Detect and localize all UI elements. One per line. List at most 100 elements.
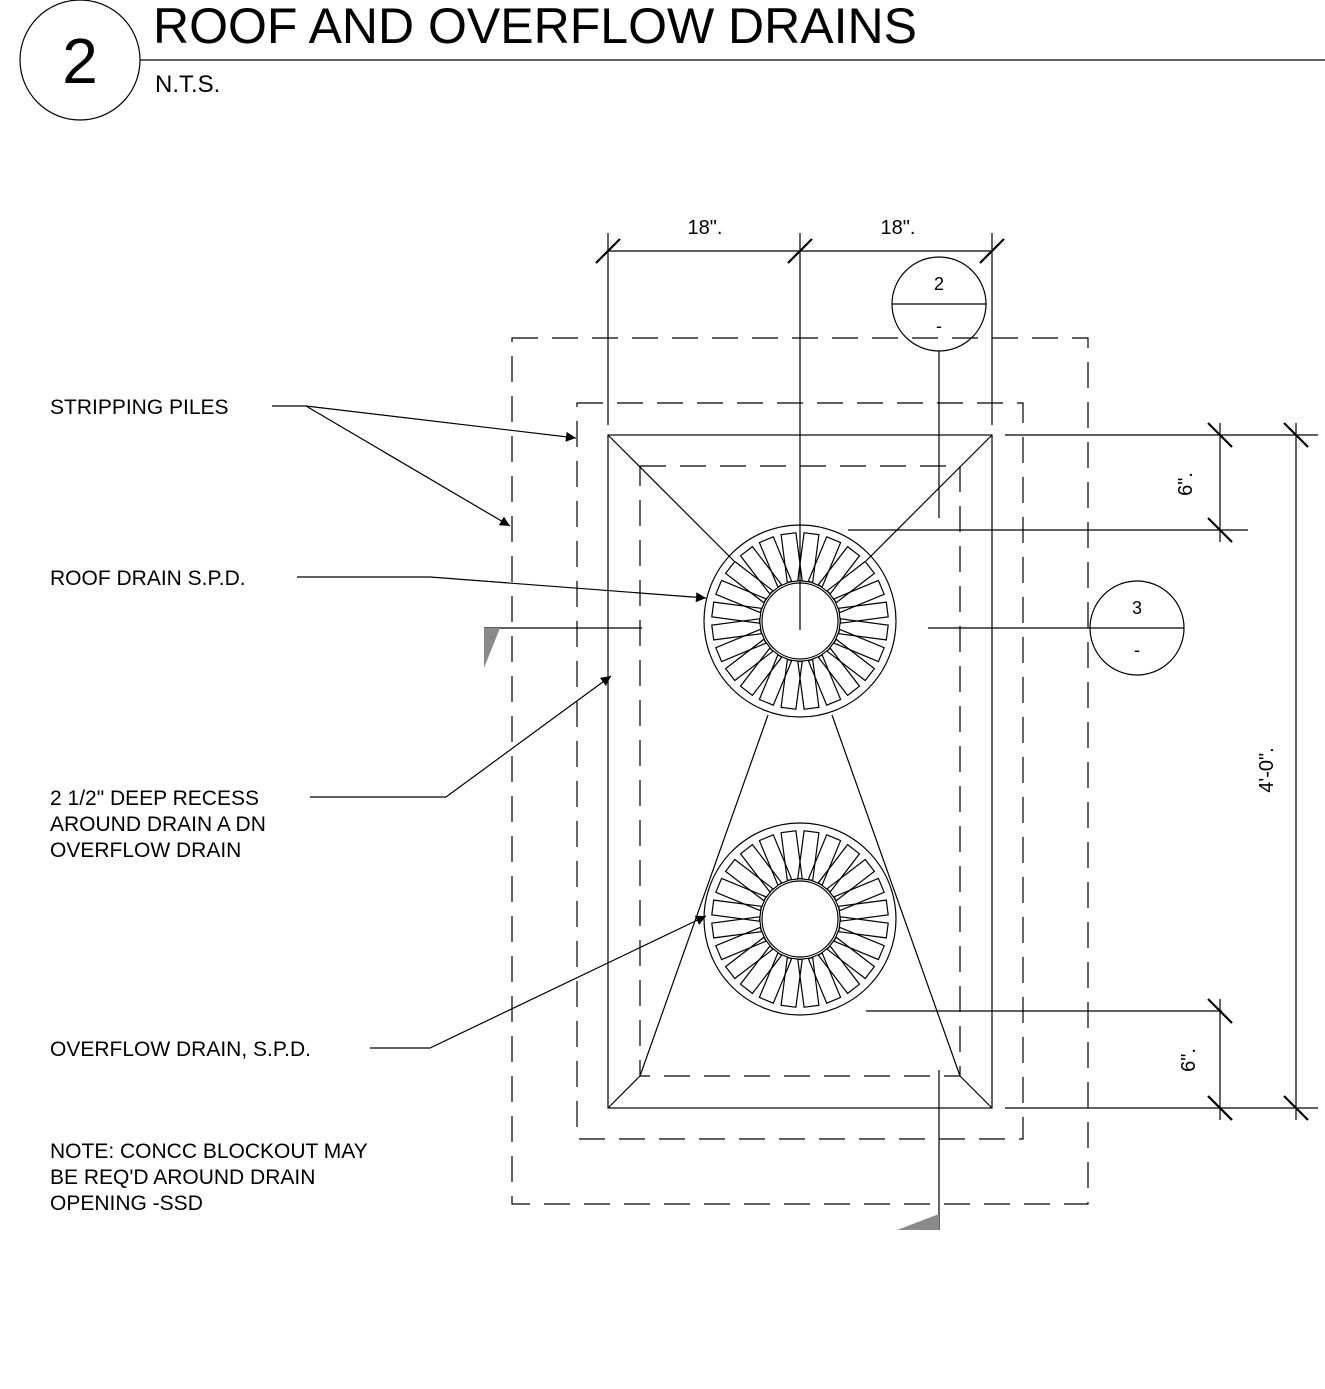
title-block: 2 ROOF AND OVERFLOW DRAINS N.T.S. xyxy=(19,0,1325,121)
grate-slot xyxy=(715,926,767,961)
grate-slot xyxy=(807,834,842,886)
dimension-tick xyxy=(1207,998,1233,1024)
grate-slot xyxy=(807,654,842,706)
detail-number: 2 xyxy=(62,25,98,97)
grate-slot xyxy=(826,638,876,682)
dimension-right-small: 6". 6". xyxy=(1175,422,1233,1121)
section-cut-bottom xyxy=(897,1070,940,1230)
overflow-drain-inner-ring xyxy=(761,880,839,958)
dimension-tick xyxy=(1207,422,1233,448)
callout-recess-line: AROUND DRAIN A DN xyxy=(50,813,266,836)
callout-recess-line: OVERFLOW DRAIN xyxy=(50,839,241,862)
slope-line xyxy=(639,714,769,1077)
grate-slot xyxy=(758,654,793,706)
grate-slot xyxy=(833,926,885,961)
grate-slot xyxy=(739,843,783,893)
drawing-title: ROOF AND OVERFLOW DRAINS xyxy=(153,0,917,54)
leader-stripping-inner xyxy=(272,405,577,442)
grate-slot xyxy=(838,899,889,922)
section-sheet: - xyxy=(936,316,942,336)
grate-slot xyxy=(826,936,876,980)
note-line: OPENING -SSD xyxy=(50,1192,203,1215)
leader-overflow-drain xyxy=(370,915,707,1049)
section-cut-left xyxy=(484,627,642,668)
section-cut-arrowhead xyxy=(484,628,500,668)
leader-recess xyxy=(310,675,612,798)
grate-slot xyxy=(797,830,820,881)
grate-slot xyxy=(797,532,820,583)
grate-slot xyxy=(817,945,861,995)
grate-slot xyxy=(807,536,842,588)
slope-line xyxy=(607,434,735,562)
grate-slot xyxy=(826,858,876,902)
grate-slot xyxy=(833,628,885,663)
dimension-label: 6". xyxy=(1178,1048,1200,1072)
grate-slot xyxy=(724,858,774,902)
dimension-tick xyxy=(1283,1095,1309,1121)
grate-slot xyxy=(711,618,762,641)
grate-slot xyxy=(838,618,889,641)
section-tag-3: 3 - xyxy=(928,580,1185,676)
dimension-tick xyxy=(595,238,621,264)
leader-roof-drain xyxy=(297,576,707,603)
grate-slot xyxy=(838,916,889,939)
grate-slot xyxy=(833,579,885,614)
grate-slot xyxy=(780,830,803,881)
callout-recess-line: 2 1/2" DEEP RECESS xyxy=(50,787,259,810)
grate-slot xyxy=(780,659,803,710)
grate-slot xyxy=(711,899,762,922)
section-number: 3 xyxy=(1132,598,1142,618)
overflow-drain-outer-ring xyxy=(703,822,897,1016)
grate-slot xyxy=(817,647,861,697)
grate-slot xyxy=(758,952,793,1004)
dimension-tick xyxy=(787,238,813,264)
slope-line xyxy=(831,714,961,1077)
dimension-label: 4'-0". xyxy=(1256,747,1278,792)
grate-slot xyxy=(724,638,774,682)
overflow-drain xyxy=(703,822,897,1016)
grate-slot xyxy=(797,957,820,1008)
grate-slot xyxy=(780,957,803,1008)
note-line: BE REQ'D AROUND DRAIN xyxy=(50,1166,315,1189)
dimension-label: 18". xyxy=(688,217,723,239)
slope-line xyxy=(607,1075,641,1109)
dimension-top: 18". 18". xyxy=(595,217,1005,264)
slope-line xyxy=(959,1075,993,1109)
section-cut-arrowhead xyxy=(897,1214,939,1230)
grate-slot xyxy=(797,659,820,710)
grate-slot xyxy=(833,877,885,912)
grate-slot xyxy=(715,579,767,614)
grate-slot xyxy=(739,945,783,995)
note-line: NOTE: CONCC BLOCKOUT MAY xyxy=(50,1140,368,1163)
grate-slot xyxy=(807,952,842,1004)
grate-slot xyxy=(739,647,783,697)
dimension-label: 6". xyxy=(1175,472,1197,496)
grate-slot xyxy=(758,536,793,588)
dimension-tick xyxy=(1207,517,1233,543)
grate-slot xyxy=(711,916,762,939)
scale-note: N.T.S. xyxy=(155,71,220,98)
callouts: STRIPPING PILES ROOF DRAIN S.P.D. 2 1/2"… xyxy=(50,396,368,1215)
section-number: 2 xyxy=(934,274,944,294)
dimension-tick xyxy=(979,238,1005,264)
grate-slot xyxy=(724,560,774,604)
grate-slot xyxy=(715,628,767,663)
grate-slot xyxy=(826,560,876,604)
dimension-tick xyxy=(1207,1095,1233,1121)
dimension-right-overall: 4'-0". xyxy=(1256,422,1309,1121)
section-tag-2: 2 - xyxy=(891,256,987,518)
grate-slot xyxy=(711,601,762,624)
callout-stripping-piles: STRIPPING PILES xyxy=(50,396,229,419)
leaders xyxy=(272,405,707,1049)
leader-stripping-outer xyxy=(305,405,511,527)
grate-slot xyxy=(817,545,861,595)
grate-slot xyxy=(758,834,793,886)
grate-slot xyxy=(838,601,889,624)
dimension-label: 18". xyxy=(881,217,916,239)
grate-slot xyxy=(739,545,783,595)
callout-roof-drain: ROOF DRAIN S.P.D. xyxy=(50,567,246,590)
section-sheet: - xyxy=(1134,640,1140,660)
grate-slot xyxy=(817,843,861,893)
